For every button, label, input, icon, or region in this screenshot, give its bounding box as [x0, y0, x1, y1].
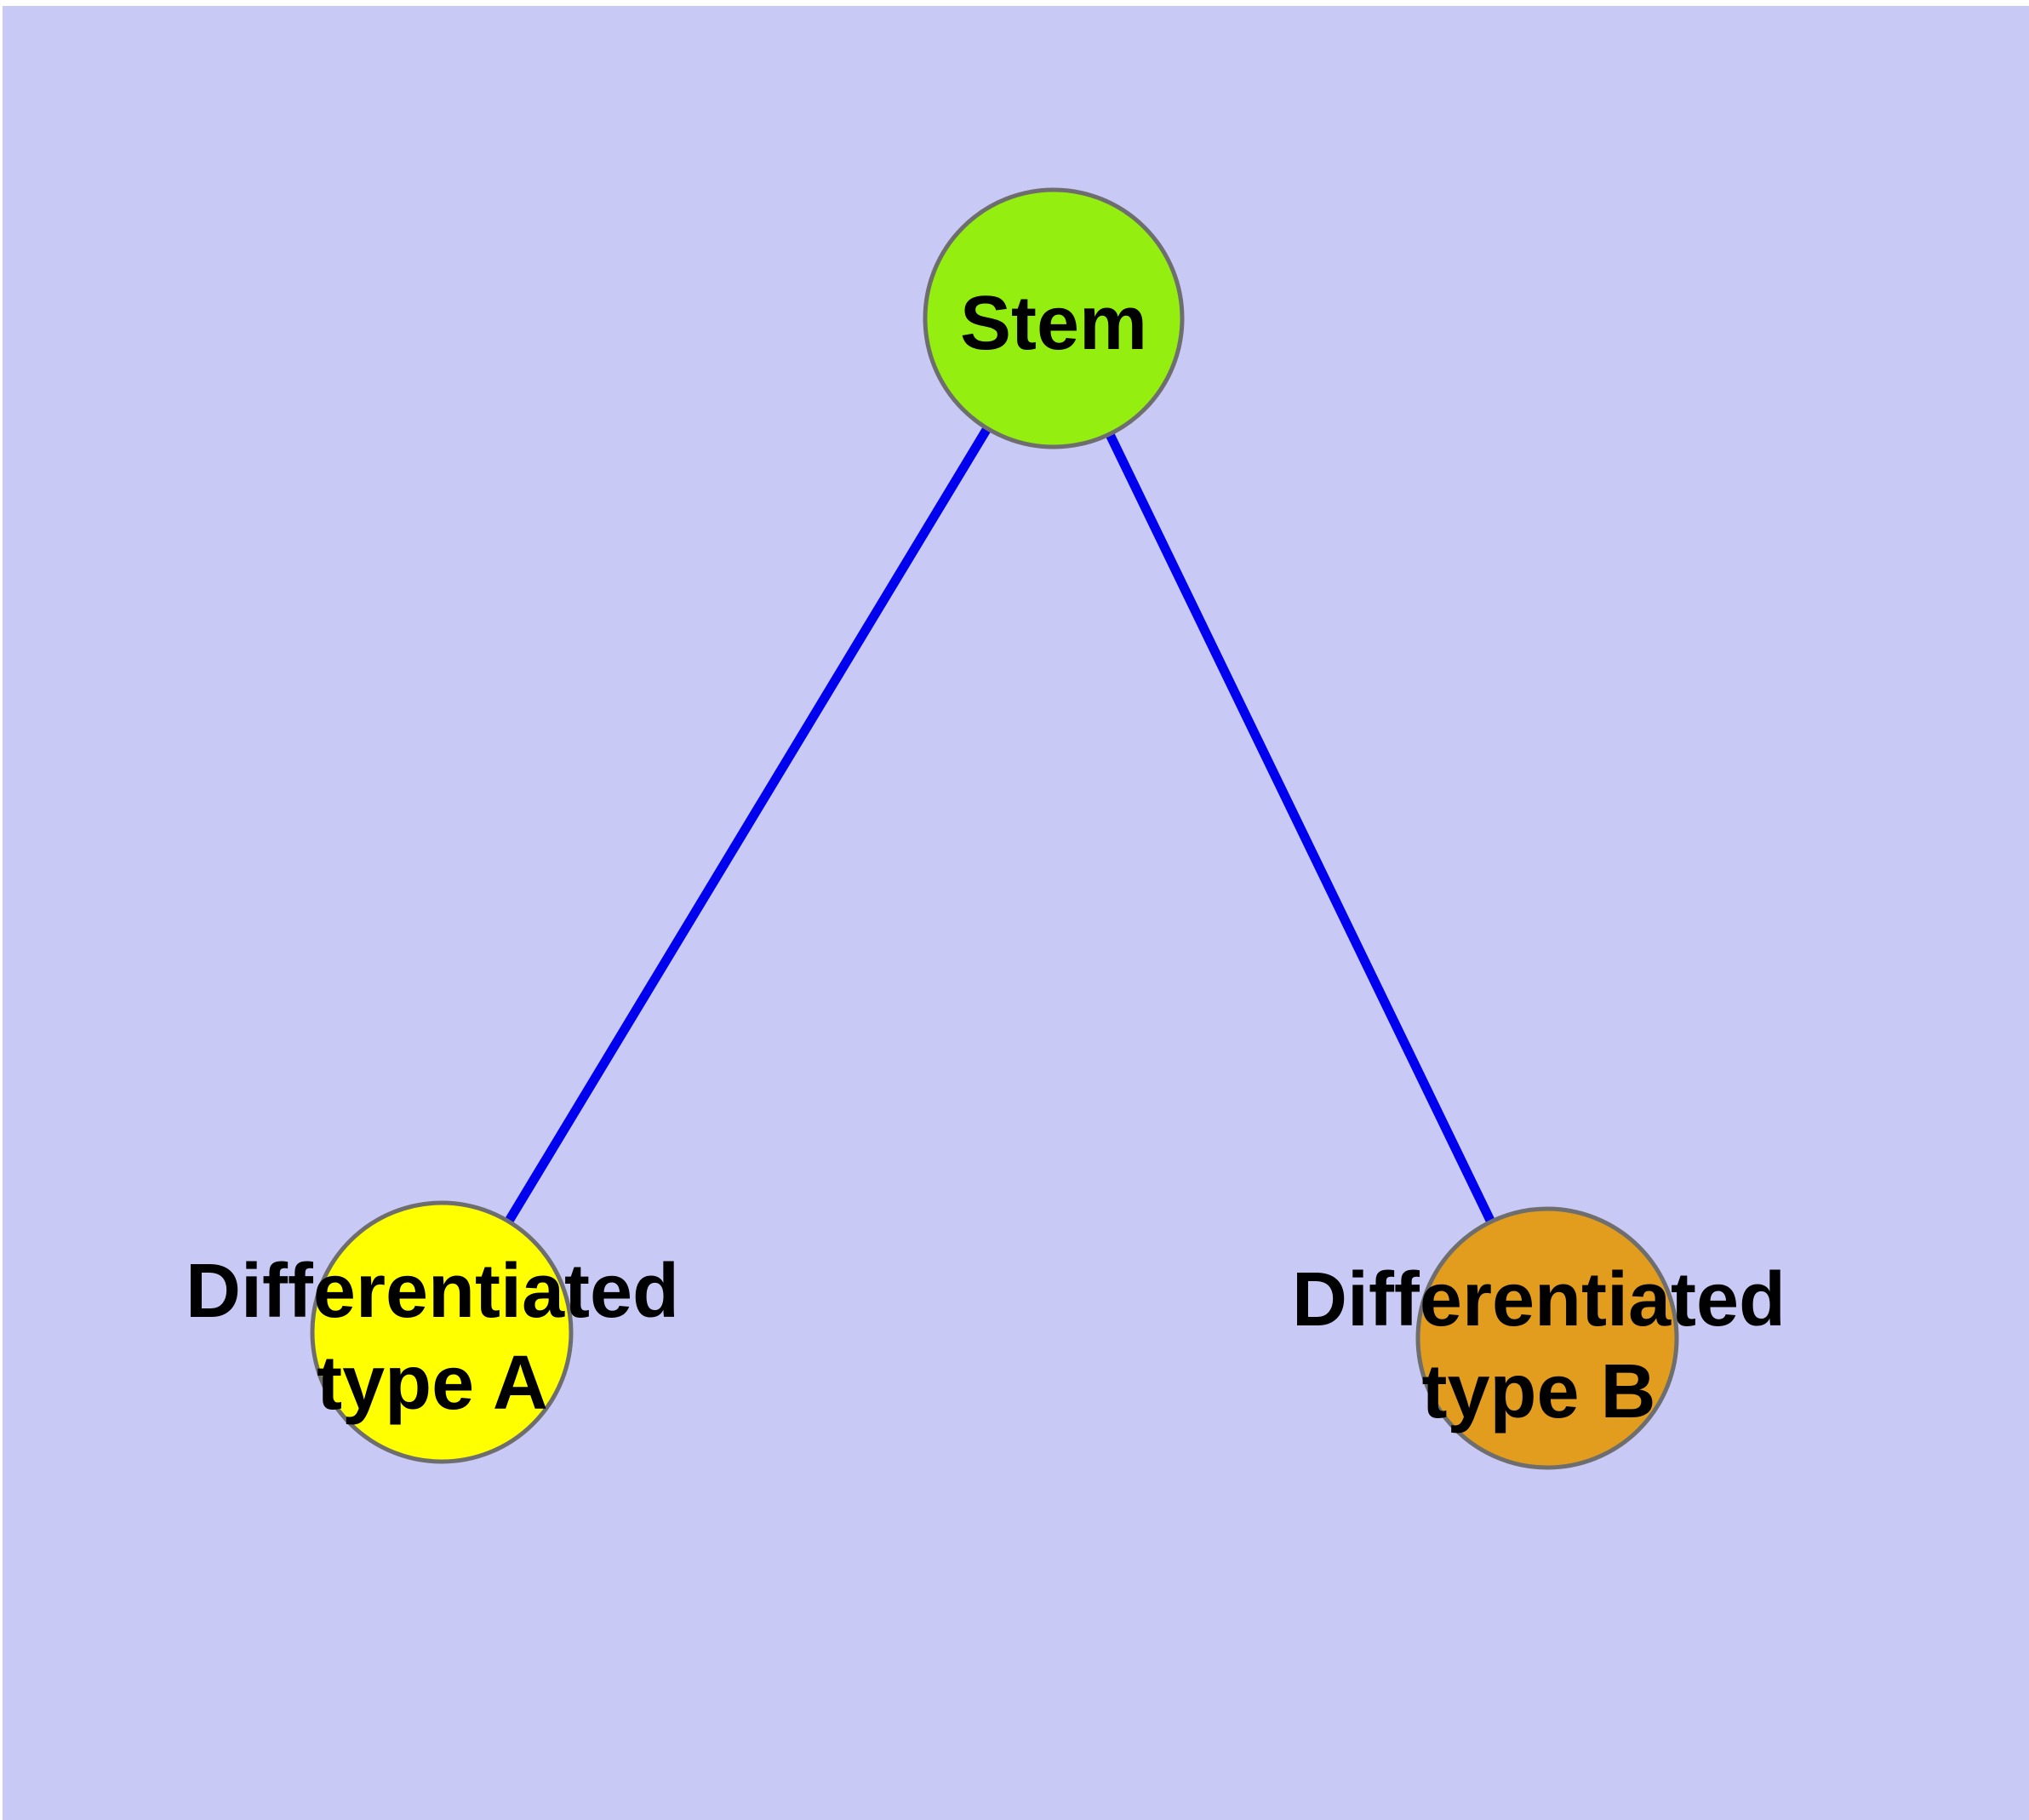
stem-node-label: Stem	[960, 281, 1147, 366]
edge-stem-to-type-a	[437, 316, 1058, 1335]
differentiated-type-b-label-line1: Differentiated	[1292, 1257, 1786, 1342]
stem-node	[923, 187, 1185, 449]
differentiated-type-a-label-line2: type A	[317, 1341, 548, 1426]
differentiated-type-b-label-line2: type B	[1421, 1349, 1655, 1434]
differentiated-type-b-node	[1415, 1206, 1679, 1470]
differentiated-type-a-node	[310, 1200, 574, 1464]
edge-stem-to-type-b	[1049, 316, 1552, 1341]
differentiated-type-a-label-line1: Differentiated	[186, 1249, 679, 1334]
